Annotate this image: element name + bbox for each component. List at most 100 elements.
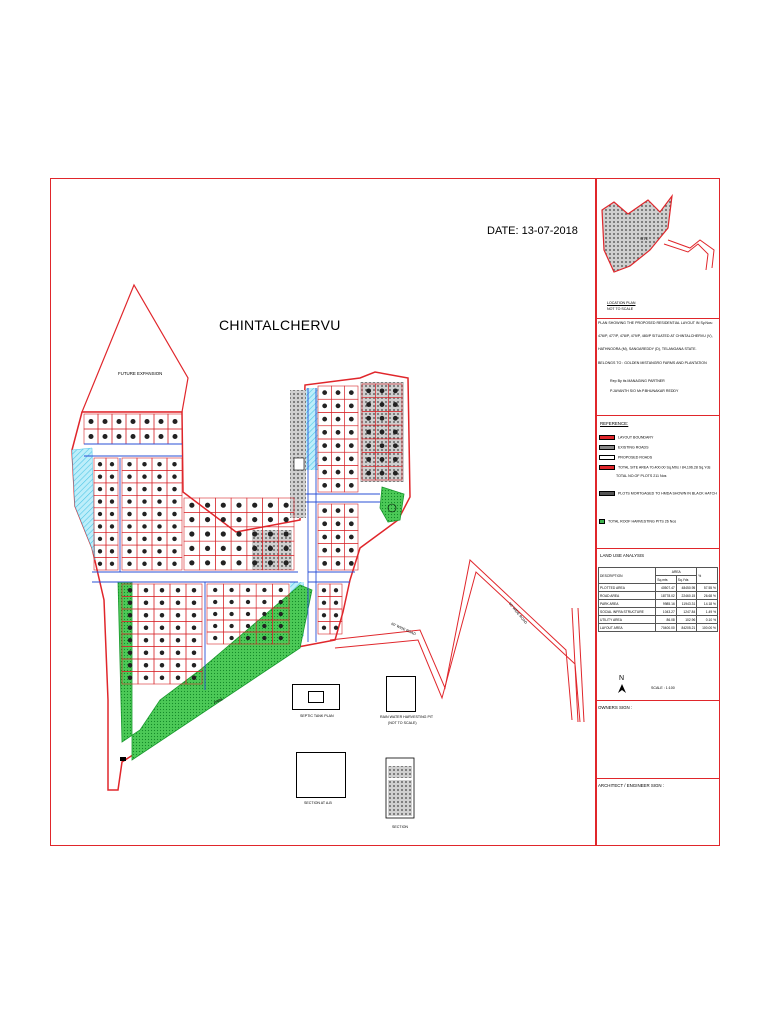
north-arrow: N [619,675,625,682]
plot-marker [335,482,341,488]
plot-marker [143,600,149,605]
plot-marker [143,613,149,618]
plot-marker [322,390,328,396]
plot-marker [267,560,274,566]
plot-marker [322,443,328,449]
plot-marker [172,461,177,467]
plot-marker [204,531,211,537]
plot-marker [321,588,327,593]
plot-marker [213,635,218,641]
table-cell: 1247.84 [675,607,698,616]
plot-marker [109,511,115,517]
plot-marker [229,635,234,641]
plot-marker [189,531,195,537]
table-cell: UTILITY AREA [597,615,657,624]
plot [272,631,290,645]
plot-marker [322,534,328,540]
plot-marker [322,429,328,435]
plot-marker [175,675,181,680]
plot-marker [127,461,132,467]
plot-marker [213,587,218,593]
plot-marker [348,521,354,527]
plot-marker [267,502,274,508]
drawing-title: CHINTALCHERVU [219,317,341,333]
plot-marker [379,415,385,421]
plot-marker [127,536,132,542]
plot-marker [220,560,226,566]
plot-marker [366,457,372,462]
legend-swatch [599,519,605,524]
future-expansion-area [81,283,189,413]
table-cell: 0.10 % [696,615,718,624]
proposed-roads [84,388,380,690]
table-cell: LAYOUT AREA [597,623,657,632]
plot-marker [127,588,133,593]
plot-marker [262,611,267,617]
plots-group [83,383,403,685]
table-cell: 48450.95 [675,583,698,592]
table-cell: SOCIAL INFRA STRUCTURE [597,607,657,616]
plot-marker [213,623,218,629]
location-plan-sub: NOT TO SCALE [607,307,634,311]
plot-marker [127,638,133,643]
ref-value: 211 Nos [653,474,667,478]
plot-marker [348,416,354,422]
plot-marker [97,462,103,467]
table-cell: 1043.27 [655,607,677,616]
plot-marker [283,531,289,537]
plot-marker [366,470,372,476]
plot-marker [267,545,274,551]
plot-marker [127,600,133,605]
plot-marker [348,456,354,462]
plot-marker [172,499,177,504]
table-cell: 9985.16 [655,599,677,608]
plot-marker [366,402,372,407]
plot-marker [191,625,197,630]
plot-marker [175,600,181,605]
plot-marker [142,524,147,529]
plot-marker [267,531,274,537]
plot-marker [143,675,149,680]
plot-marker [220,517,226,523]
plot-marker [189,502,195,508]
plot-marker [229,599,234,605]
plot-marker [348,482,354,488]
harvest-pit-sub: (NOT TO SCALE) [388,721,417,725]
plot-marker [392,388,398,394]
plot-marker [348,547,354,553]
plot-marker [172,549,177,554]
plot-marker [191,613,197,618]
lu-header: Sq.Yds [675,575,698,584]
ref-value: 70,400.00 Sq.Mtrs / 84,196.28 Sq.Yds [649,465,711,470]
plot-marker [322,482,328,488]
desc-line-4: BELONGS TO : GOLDEN MISTANGRO FARMS AND … [598,361,707,365]
table-cell: 70400.00 [655,623,677,632]
rule [596,318,720,319]
plot-marker [236,517,242,523]
plot-marker [245,599,251,605]
plot-marker [109,524,115,529]
plot-marker [97,549,103,554]
legend-swatch [599,445,615,450]
plot-marker [127,663,133,668]
plot-marker [348,403,354,409]
plot-marker [116,433,122,440]
plot-marker [142,549,147,554]
plot-marker [335,508,341,513]
plot-marker [157,511,162,517]
ref-item: TOTAL SITE AREA [618,465,649,470]
septic-plan-label: SEPTIC TANK PLAN [300,714,334,718]
plot-marker [392,415,398,421]
plot-marker [175,588,181,593]
plot-marker [283,517,289,523]
plot-marker [157,486,162,492]
plot-marker [245,587,251,593]
plot-marker [348,443,354,449]
plot-marker [348,561,354,566]
plot-marker [189,545,195,551]
plot-marker [335,403,341,409]
plot-marker [172,536,177,542]
plot-marker [392,470,398,476]
